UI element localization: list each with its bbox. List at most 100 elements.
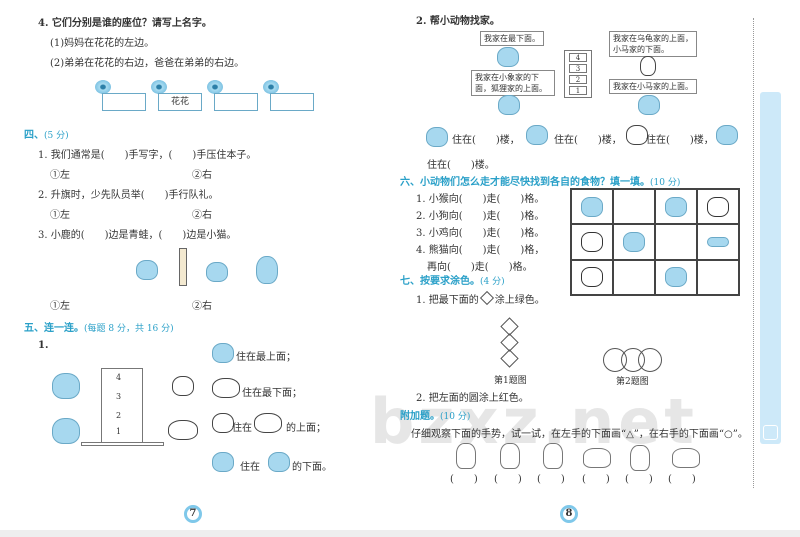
floor-label: 4: [569, 53, 587, 62]
grid-cell: [655, 189, 697, 225]
bone-icon: [707, 236, 729, 247]
bottom-edge: [0, 530, 800, 537]
frog-icon: [136, 260, 158, 280]
turtle-icon: [426, 127, 448, 147]
bonus-heading: 附加题。(10 分): [400, 411, 471, 422]
answer-blank[interactable]: ( ): [668, 474, 696, 485]
corn-icon: [581, 196, 603, 217]
grid-cell: [697, 189, 739, 225]
floor-label: 3: [116, 392, 122, 401]
s4-q3: 3. 小鹿的( )边是青蛙，( )边是小猫。: [38, 230, 237, 241]
circle-shape[interactable]: [638, 348, 662, 372]
answer-blank[interactable]: ( ): [582, 474, 610, 485]
fox-icon: [640, 56, 656, 76]
elephant-icon: [212, 452, 234, 472]
statement: 的下面。: [292, 462, 332, 473]
option-right: ②右: [192, 170, 212, 181]
speech-bubble: 我家在乌龟家的上面，小马家的下面。: [609, 31, 697, 57]
seat-box[interactable]: [214, 93, 258, 111]
cat-icon: [206, 262, 228, 282]
seat-box: 花花: [158, 93, 202, 111]
horse-icon: [498, 95, 520, 115]
hand-four-icon: [500, 443, 520, 469]
option-left: ①左: [50, 301, 70, 312]
s6-item: 2. 小狗向( )走( )格。: [416, 211, 545, 222]
diamond-icon: [479, 290, 494, 306]
building: 4 3 2 1: [101, 368, 143, 443]
grid-cell: [613, 224, 655, 260]
speech-bubble: 我家在小象家的下面，狐狸家的上面。: [471, 70, 555, 96]
hand-victory-icon: [543, 443, 563, 469]
answer-blank[interactable]: ( ): [625, 474, 653, 485]
bonus-text: 仔细观察下面的手势，试一试，在左手的下面画“△”，在右手的下面画“○”。: [411, 429, 748, 440]
answer-blank[interactable]: ( ): [537, 474, 565, 485]
statement: 的上面；: [286, 423, 326, 434]
option-left: ①左: [50, 170, 70, 181]
option-right: ②右: [192, 301, 212, 312]
building-base: [81, 442, 164, 446]
answer: 住在( )楼，: [452, 135, 520, 146]
hand-fist-icon: [630, 445, 650, 471]
house: 4 3 2 1: [564, 50, 592, 98]
grid-cell: [571, 189, 613, 225]
floor-label: 4: [116, 373, 122, 382]
diamond-shape[interactable]: [500, 349, 519, 368]
grid-cell: [613, 189, 655, 225]
bear-icon: [256, 256, 278, 284]
statement: 住在最下面；: [242, 388, 302, 399]
dog-icon: [623, 231, 645, 252]
s4-q1: 1. 我们通常是( )手写字，( )手压住本子。: [38, 150, 257, 161]
q4-line1: (1)妈妈在花花的左边。: [50, 38, 155, 49]
flower-icon: [95, 80, 111, 94]
option-left: ①左: [50, 210, 70, 221]
grid-cell: [697, 259, 739, 295]
elephant-icon: [716, 125, 738, 145]
deer-icon: [179, 248, 187, 286]
panda-icon: [212, 413, 234, 433]
cat-icon: [268, 452, 290, 472]
sidebar-tab: [760, 92, 781, 444]
seat-box[interactable]: [270, 93, 314, 111]
grid-cell: [697, 224, 739, 260]
answer-blank[interactable]: ( ): [450, 474, 478, 485]
s6-item: 1. 小猴向( )走( )格。: [416, 194, 545, 205]
section6-heading: 六、小动物们怎么走才能尽快找到各自的食物？填一填。(10 分): [400, 177, 681, 188]
hand-point-right-icon: [672, 448, 700, 468]
grid-icon: [763, 425, 778, 440]
hand-point-left-icon: [583, 448, 611, 468]
grid-cell: [655, 224, 697, 260]
bamboo-icon: [581, 231, 603, 252]
turtle-icon: [497, 47, 519, 67]
s6-item: 再向( )走( )格。: [427, 262, 533, 273]
panda-icon: [707, 196, 729, 217]
page-number: 7: [184, 505, 202, 523]
floor-label: 2: [569, 75, 587, 84]
answer-blank[interactable]: ( ): [494, 474, 522, 485]
panda-icon: [172, 376, 194, 396]
floor-label: 2: [116, 411, 122, 420]
fig2-caption: 第2题图: [616, 377, 649, 387]
s6-item: 3. 小鸡向( )走( )格。: [416, 228, 545, 239]
floor-label: 3: [569, 64, 587, 73]
seat-box[interactable]: [102, 93, 146, 111]
floor-label: 1: [569, 86, 587, 95]
speech-bubble: 我家在最下面。: [480, 31, 544, 46]
s7-q2: 2. 把左面的圆涂上红色。: [416, 393, 529, 404]
s4-q2: 2. 升旗时，少先队员举( )手行队礼。: [38, 190, 219, 201]
section7-heading: 七、按要求涂色。(4 分): [400, 276, 505, 287]
peach-icon: [665, 196, 687, 217]
food-grid: [570, 188, 740, 296]
grid-cell: [613, 259, 655, 295]
sheep-icon: [168, 420, 198, 440]
answer: 住在( )楼，: [554, 135, 622, 146]
q4-line2: (2)弟弟在花花的右边，爸爸在弟弟的右边。: [50, 58, 245, 69]
flower-icon: [207, 80, 223, 94]
sheep-icon: [254, 413, 282, 433]
speech-bubble: 我家在小马家的上面。: [609, 79, 697, 94]
option-right: ②右: [192, 210, 212, 221]
answer: 住在( )楼，: [646, 135, 714, 146]
fox-icon: [626, 125, 648, 145]
page-number: 8: [560, 505, 578, 523]
horse-icon: [526, 125, 548, 145]
q2-title: 2. 帮小动物找家。: [416, 16, 500, 27]
